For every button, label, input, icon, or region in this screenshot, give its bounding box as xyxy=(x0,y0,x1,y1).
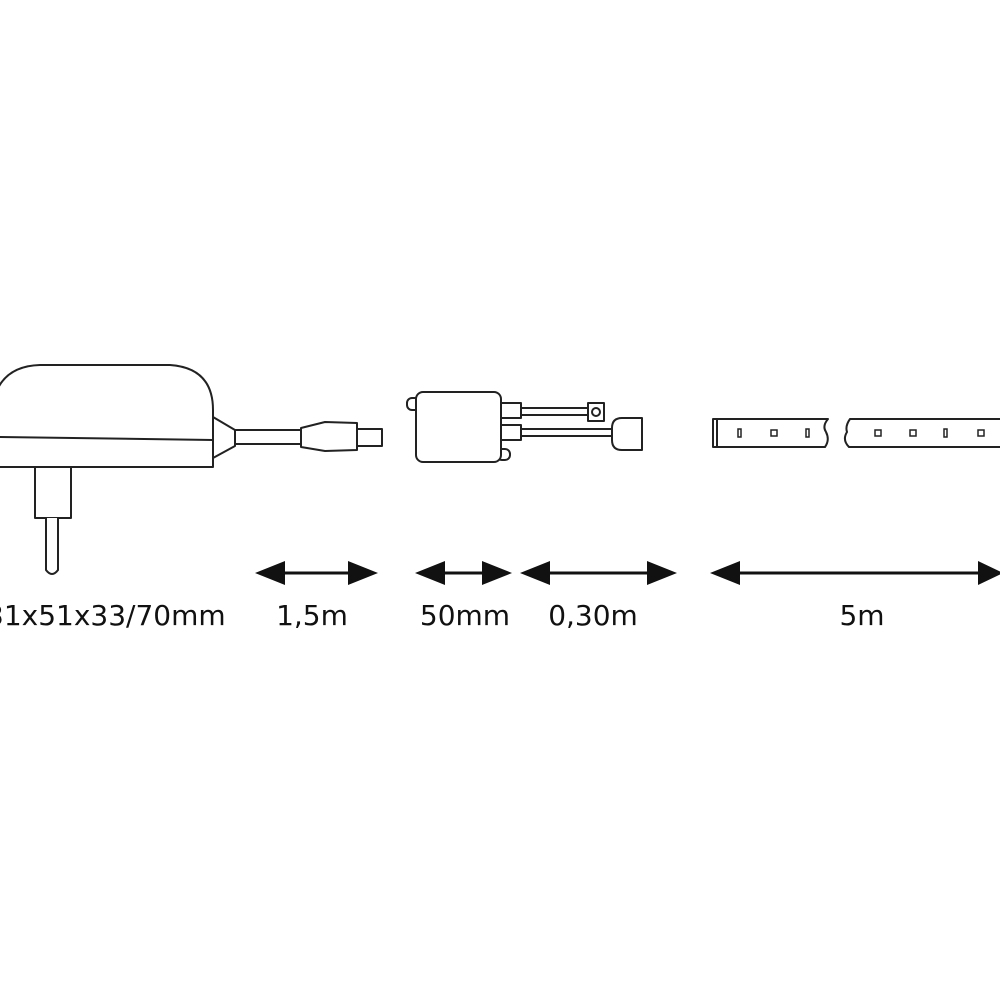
label-adapter-cable-length: 1,5m xyxy=(276,599,348,632)
arrow-adapter-cable xyxy=(255,561,378,585)
arrow-strip xyxy=(710,561,1000,585)
power-adapter xyxy=(0,364,383,575)
arrow-controller xyxy=(415,561,512,585)
arrow-controller-cable xyxy=(520,561,677,585)
controller xyxy=(406,391,643,463)
led-strip xyxy=(712,418,1000,448)
label-controller-length: 50mm xyxy=(420,599,510,632)
label-controller-cable-length: 0,30m xyxy=(548,599,638,632)
label-strip-length: 5m xyxy=(839,599,884,632)
label-adapter-dimensions: 31x51x33/70mm xyxy=(0,599,226,632)
